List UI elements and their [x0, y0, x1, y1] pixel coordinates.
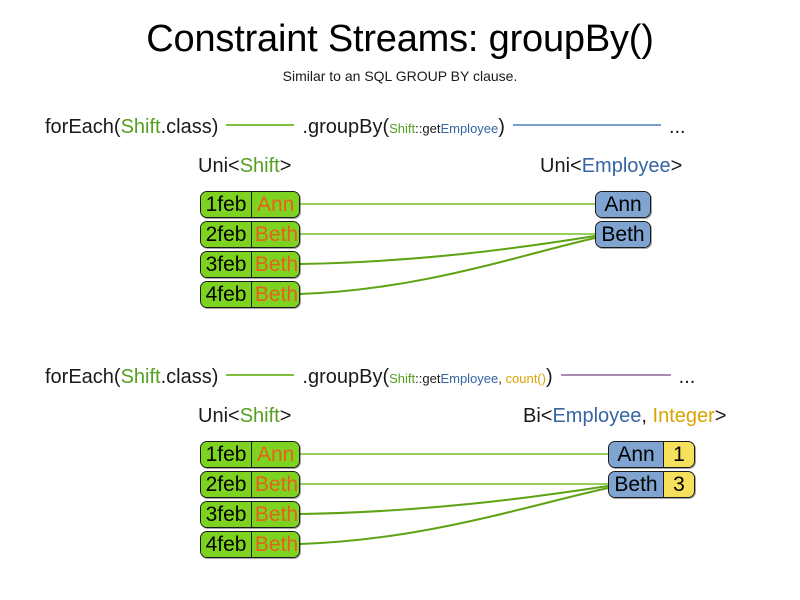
group-fact-row[interactable]: Ann — [595, 191, 651, 218]
right-type-label-2: Bi<Employee, Integer> — [523, 405, 726, 428]
left-type-name-1: Shift — [239, 155, 280, 177]
shift-fact-row[interactable]: 3feb Beth — [200, 501, 300, 528]
group-by-prefix: .groupBy( — [302, 116, 390, 138]
group-employee: Ann — [609, 442, 663, 467]
group-fact-row[interactable]: Beth 3 — [608, 471, 695, 498]
shift-fact-row[interactable]: 2feb Beth — [200, 471, 300, 498]
for-each-prefix: forEach( — [45, 116, 121, 138]
shift-date: 3feb — [201, 502, 251, 527]
right-type-name2-2: Integer — [652, 405, 715, 427]
shift-date: 3feb — [201, 252, 251, 277]
rule-green-1 — [226, 123, 295, 126]
shift-date: 1feb — [201, 442, 251, 467]
left-type-prefix-2: Uni< — [198, 405, 240, 427]
shift-employee: Beth — [251, 472, 299, 497]
left-type-suffix-2: > — [279, 405, 292, 427]
collector-sep: , — [498, 371, 506, 386]
rule-blue-1 — [512, 123, 661, 126]
shift-employee: Ann — [251, 442, 299, 467]
shift-fact-row[interactable]: 1feb Ann — [200, 441, 300, 468]
for-each-type: Shift — [120, 116, 161, 138]
right-type-sep-2: , — [641, 405, 653, 427]
shift-date: 4feb — [201, 282, 251, 307]
shift-fact-row[interactable]: 4feb Beth — [200, 531, 300, 558]
link2-shift4-beth — [299, 487, 609, 545]
link2-shift3-beth — [299, 485, 609, 515]
group-by-suffix: ) — [545, 366, 553, 388]
collector-count: count() — [505, 371, 546, 386]
mapper-target: Employee — [440, 121, 499, 136]
right-type-suffix-2: > — [714, 405, 727, 427]
shift-employee: Beth — [251, 532, 299, 557]
shift-fact-row[interactable]: 2feb Beth — [200, 221, 300, 248]
group-count: 1 — [663, 442, 694, 467]
group-fact-row[interactable]: Beth — [595, 221, 651, 248]
left-type-label-1: Uni<Shift> — [198, 155, 291, 178]
shift-employee: Beth — [251, 252, 299, 277]
right-type-name-1: Employee — [581, 155, 671, 177]
right-type-name-2: Employee — [552, 405, 642, 427]
rule-purple-2 — [560, 373, 671, 376]
shift-fact-row[interactable]: 1feb Ann — [200, 191, 300, 218]
mapper-target: Employee — [440, 371, 499, 386]
shift-date: 2feb — [201, 222, 251, 247]
right-type-prefix-1: Uni< — [540, 155, 582, 177]
code-line-groupby-simple: forEach(Shift.class).groupBy(Shift::getE… — [45, 117, 686, 137]
shift-date: 4feb — [201, 532, 251, 557]
shift-date: 1feb — [201, 192, 251, 217]
mapper-type: Shift — [389, 121, 416, 136]
right-type-prefix-2: Bi< — [523, 405, 553, 427]
group-fact-row[interactable]: Ann 1 — [608, 441, 695, 468]
shift-employee: Beth — [251, 222, 299, 247]
for-each-suffix: .class) — [160, 366, 219, 388]
rule-green-2 — [226, 373, 295, 376]
shift-employee: Beth — [251, 502, 299, 527]
page-subtitle: Similar to an SQL GROUP BY clause. — [282, 68, 518, 84]
group-employee: Ann — [596, 192, 650, 217]
shift-date: 2feb — [201, 472, 251, 497]
left-type-prefix-1: Uni< — [198, 155, 240, 177]
shift-fact-row[interactable]: 4feb Beth — [200, 281, 300, 308]
mapper-type: Shift — [389, 371, 416, 386]
link-shift3-beth — [299, 235, 596, 265]
ellipsis-2: ... — [678, 366, 696, 388]
group-count: 3 — [663, 472, 694, 497]
link-shift4-beth — [299, 237, 596, 295]
for-each-suffix: .class) — [160, 116, 219, 138]
page-title: Constraint Streams: groupBy() — [146, 18, 654, 60]
mapper-sep: ::get — [415, 121, 441, 136]
for-each-prefix: forEach( — [45, 366, 121, 388]
group-employee: Beth — [609, 472, 663, 497]
left-type-label-2: Uni<Shift> — [198, 405, 291, 428]
mapper-sep: ::get — [415, 371, 441, 386]
right-type-suffix-1: > — [670, 155, 683, 177]
right-type-label-1: Uni<Employee> — [540, 155, 682, 178]
shift-employee: Beth — [251, 282, 299, 307]
group-employee: Beth — [596, 222, 650, 247]
code-line-groupby-count: forEach(Shift.class).groupBy(Shift::getE… — [45, 367, 695, 387]
group-by-prefix: .groupBy( — [302, 366, 390, 388]
ellipsis-1: ... — [668, 116, 686, 138]
left-type-name-2: Shift — [239, 405, 280, 427]
group-by-suffix: ) — [498, 116, 505, 138]
left-type-suffix-1: > — [279, 155, 292, 177]
shift-fact-row[interactable]: 3feb Beth — [200, 251, 300, 278]
shift-employee: Ann — [251, 192, 299, 217]
for-each-type: Shift — [120, 366, 161, 388]
